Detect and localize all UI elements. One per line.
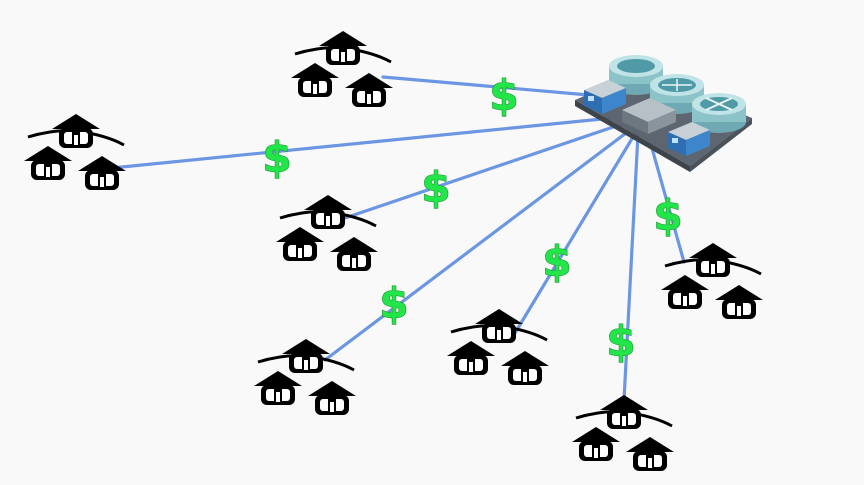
cost-symbol-village-top: $: [489, 71, 518, 120]
cost-markers: $ $ $ $ $ $ $: [262, 70, 683, 366]
pipeline-village-bottom-center: [510, 130, 638, 340]
cost-symbol-village-bottom-right: $: [606, 317, 635, 366]
cost-symbol-village-far-left: $: [262, 133, 291, 182]
cost-symbol-village-center: $: [421, 163, 450, 212]
pipeline-village-right: [646, 132, 686, 264]
cost-symbol-village-bottom-left: $: [379, 279, 408, 328]
pipeline-village-bottom-right: [622, 132, 640, 402]
pipeline-village-top: [381, 75, 602, 98]
water-treatment-plant-icon: [575, 55, 752, 172]
village-huts-icon: [24, 114, 126, 190]
pipeline-village-bottom-left: [323, 128, 632, 362]
village-huts-icon: [291, 31, 393, 107]
village-huts-icon: [276, 195, 378, 271]
cost-symbol-village-right: $: [653, 191, 682, 240]
village-huts-icon: [572, 395, 674, 471]
pipeline-village-center: [343, 122, 624, 220]
pipelines: [110, 75, 686, 402]
cost-symbol-village-bottom-center: $: [542, 237, 571, 286]
pipeline-village-far-left: [110, 116, 614, 170]
village-huts-icon: [447, 309, 549, 385]
village-huts-icon: [661, 243, 763, 319]
village-huts-icon: [254, 339, 356, 415]
